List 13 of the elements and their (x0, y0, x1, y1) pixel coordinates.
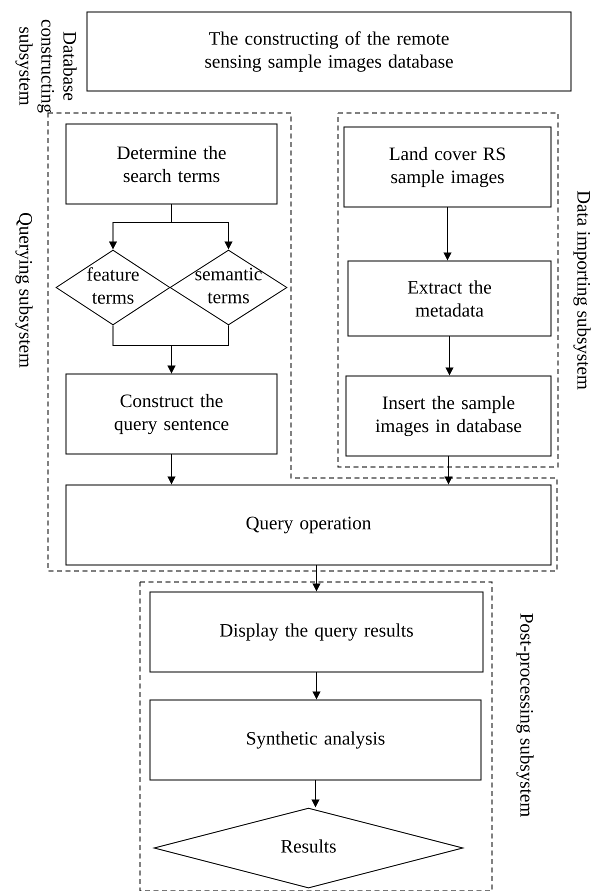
process-box: Synthetic analysis (150, 700, 482, 780)
node-label: Querying subsystem (15, 212, 33, 368)
process-box: Land cover RS sample images (344, 126, 552, 208)
process-box: The constructing of the remote sensing sample images database (86, 12, 572, 92)
process-box: Construct the query sentence (66, 374, 278, 454)
subsystem-label: Database constructing subsystem (15, 20, 77, 113)
process-box: Display the query results (150, 592, 484, 672)
process-box: Insert the sample images in database (346, 376, 552, 456)
node-label: Post-processing subsystem (516, 613, 534, 817)
process-box: Determine the search terms (66, 124, 278, 204)
process-box: Extract the metadata (348, 260, 552, 336)
node-label: Data importing subsystem (573, 190, 591, 390)
process-box: Query operation (66, 484, 552, 566)
